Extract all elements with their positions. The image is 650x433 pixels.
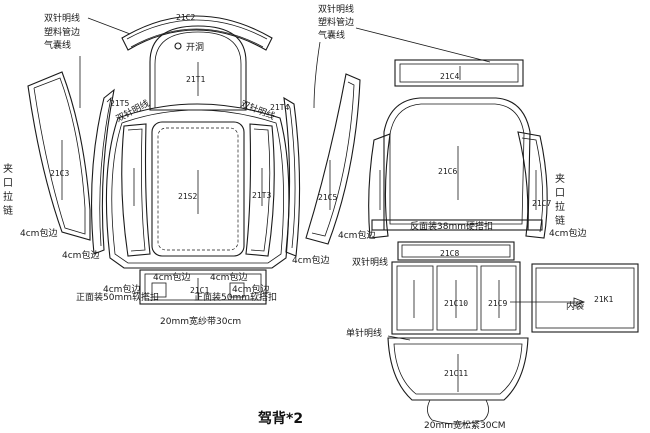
leader-double-stitch-left [87, 17, 131, 35]
zip-label-left: 夹 口 拉 链 [3, 162, 13, 217]
svg-text:口: 口 [555, 188, 565, 199]
label-21c10: 21C10 [444, 299, 468, 308]
label-plastic-edge-right: 塑料管边 [318, 16, 354, 28]
piece-right-left-strip [368, 133, 391, 239]
label-wrap-4cm-5: 4cm包边 [103, 283, 140, 295]
label-airbag-left: 气囊线 [44, 39, 71, 51]
label-wrap-4cm-8: 4cm包边 [338, 229, 375, 241]
label-single-stitch: 单针明线 [346, 327, 382, 339]
label-21c6: 21C6 [438, 167, 457, 176]
label-21k1: 21K1 [594, 295, 613, 304]
leader-airbag-right [313, 41, 321, 109]
piece-21c6: 21C6 [383, 97, 531, 231]
label-wrap-4cm-3: 4cm包边 [153, 271, 190, 283]
label-21c11: 21C11 [444, 369, 468, 378]
label-front-buckle-right: 正面装50mm软搭扣 [194, 291, 277, 303]
label-wrap-4cm-7: 4cm包边 [292, 254, 329, 266]
label-21c2: 21C2 [176, 13, 195, 22]
piece-21c4: 21C4 [394, 59, 524, 87]
arrow-inner-pocket [573, 297, 586, 307]
piece-21c1: 21C1 [139, 269, 267, 305]
label-21t4: 21T4 [270, 103, 289, 112]
label-opening: 开洞 [186, 42, 204, 53]
label-wrap-4cm-2: 4cm包边 [62, 249, 99, 261]
label-double-stitch-arc-right: 双针明线 [239, 98, 277, 123]
label-wrap-4cm-6: 4cm包边 [232, 283, 269, 295]
piece-21c11: 21C11 [387, 337, 529, 425]
label-front-buckle-left: 正面装50mm软搭扣 [76, 291, 159, 303]
label-21t1: 21T1 [186, 75, 205, 84]
piece-21t1: 开洞 21T1 [149, 25, 247, 111]
svg-text:拉: 拉 [555, 200, 565, 213]
label-strap: 20mm宽纱带30cm [160, 315, 241, 327]
label-21c3: 21C3 [50, 169, 69, 178]
svg-text:拉: 拉 [3, 190, 13, 203]
label-21t3: 21T3 [252, 191, 271, 200]
label-plastic-edge-left: 塑料管边 [44, 26, 80, 38]
piece-21t5: 21T5 [90, 88, 129, 255]
label-elastic: 20mm宽松紧30CM [424, 419, 506, 431]
label-21c8: 21C8 [440, 249, 459, 258]
label-airbag-right: 气囊线 [318, 29, 345, 41]
svg-text:链: 链 [3, 204, 13, 217]
label-wrap-4cm-9: 4cm包边 [549, 227, 586, 239]
zip-label-right: 夹 口 拉 链 [555, 172, 565, 227]
label-21c4: 21C4 [440, 72, 459, 81]
piece-21s2: 21S2 [151, 121, 245, 257]
label-21c1: 21C1 [190, 286, 209, 295]
label-double-stitch-mid: 双针明线 [352, 256, 388, 268]
piece-21c8: 21C8 [397, 241, 515, 261]
label-wrap-4cm-1: 4cm包边 [20, 227, 57, 239]
opening-hole [174, 42, 182, 50]
label-double-stitch-left: 双针明线 [44, 12, 80, 24]
back-buckle-band: 反面装38mm硬搭扣 [371, 219, 543, 232]
svg-text:夹: 夹 [3, 162, 13, 175]
label-21c5: 21C5 [318, 193, 337, 202]
leader-plastic-edge-right [355, 27, 491, 63]
svg-text:链: 链 [555, 214, 565, 227]
label-21c9: 21C9 [488, 299, 507, 308]
label-wrap-4cm-4: 4cm包边 [210, 271, 247, 283]
piece-21c7: 21C7 [517, 131, 551, 239]
label-double-stitch-right: 双针明线 [318, 3, 354, 15]
piece-21t4: 21T4 [270, 96, 301, 257]
piece-21t3: 21T3 [245, 123, 275, 257]
label-back-buckle: 反面装38mm硬搭扣 [410, 220, 493, 232]
label-21c7: 21C7 [532, 199, 551, 208]
piece-left-wing [121, 123, 151, 257]
label-21s2: 21S2 [178, 192, 197, 201]
label-21t5: 21T5 [110, 99, 129, 108]
piece-21c3: 21C3 [27, 71, 91, 241]
piece-21k1: 21K1 内袋 [510, 263, 639, 333]
piece-21c5: 21C5 [305, 73, 361, 245]
diagram-title: 驾背*2 [257, 410, 303, 427]
piece-21c10-group: 21C10 21C9 [391, 261, 521, 335]
svg-text:夹: 夹 [555, 172, 565, 185]
svg-text:口: 口 [3, 178, 13, 189]
